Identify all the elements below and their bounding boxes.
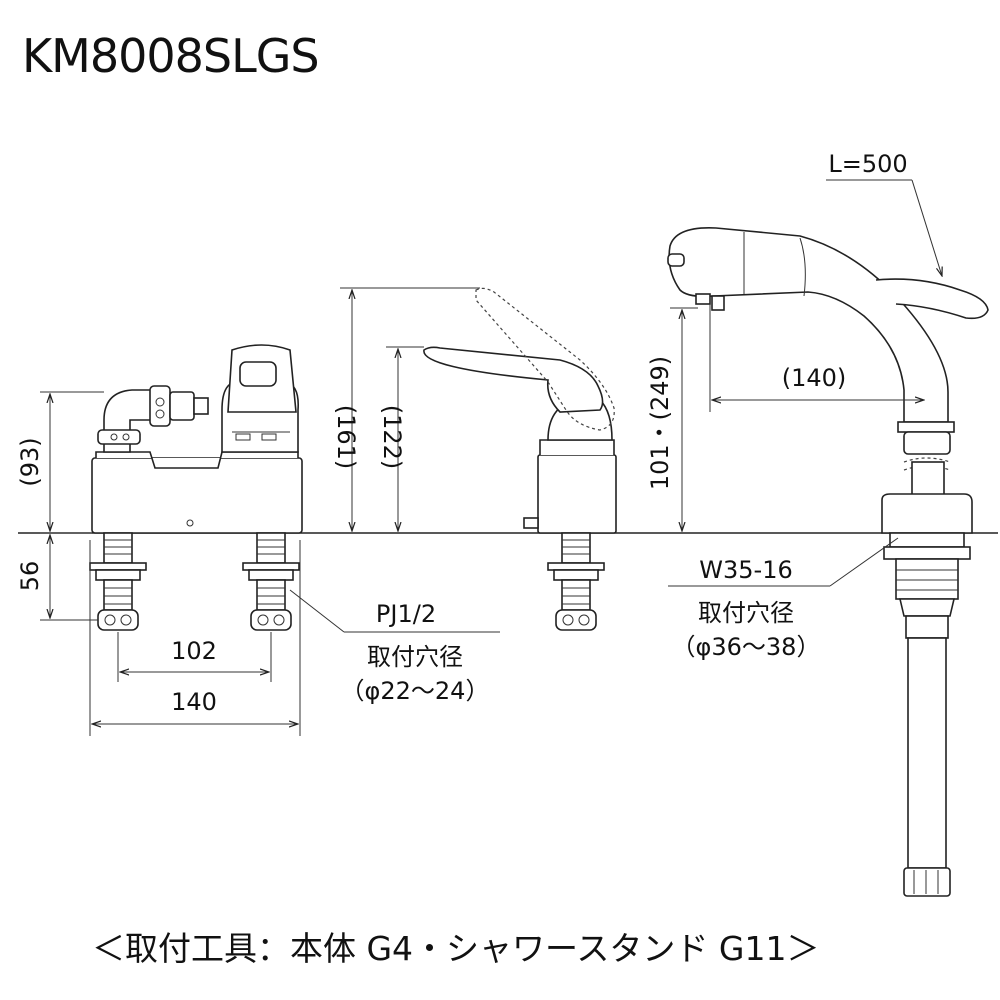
mounting-leg-middle	[547, 532, 605, 631]
dim-label-101-249: 101・(249)	[646, 356, 674, 490]
dim-span-140	[89, 540, 301, 736]
shower-head	[667, 227, 989, 455]
shower-stand	[881, 461, 973, 897]
dim-reach-140	[709, 304, 924, 412]
mixer-body-side	[423, 346, 617, 534]
dim-label-56: 56	[16, 561, 44, 592]
dim-label-102: 102	[171, 637, 217, 665]
lever-raised-outline	[475, 287, 615, 431]
mounting-leg-right	[242, 532, 300, 631]
dim-height-161	[340, 287, 480, 531]
dim-label-140: 140	[171, 688, 217, 716]
head-separation-gap	[903, 457, 951, 471]
dim-depth-56	[40, 535, 98, 621]
mounting-leg-left	[89, 532, 147, 631]
dim-label-122: (122)	[378, 405, 406, 470]
dim-span-102	[117, 632, 272, 682]
dim-label-93: (93)	[16, 437, 44, 486]
footer-close-bracket: ＞	[786, 929, 820, 968]
mixer-body-front	[91, 344, 303, 534]
hole-label-right: 取付穴径	[698, 599, 794, 627]
hose-length: L=500	[828, 150, 907, 178]
leader-stand-thread	[668, 537, 899, 587]
leader-hose	[826, 179, 942, 276]
dim-label-161: (161)	[332, 405, 360, 470]
hole-diameter-left: （φ22〜24）	[341, 677, 490, 705]
model-title: KM8008SLGS	[22, 29, 320, 83]
thread-spec-left: PJ1/2	[376, 600, 436, 628]
dim-height-93	[40, 391, 104, 534]
footer-open-bracket: ＜	[92, 929, 125, 968]
dim-label-reach: (140)	[782, 364, 847, 392]
footer-tools-text: 取付工具：本体 G4・シャワースタンド G11	[125, 929, 787, 968]
dim-height-122	[386, 346, 424, 531]
tools-footer: ＜取付工具：本体 G4・シャワースタンド G11＞	[92, 924, 819, 974]
hole-label-left: 取付穴径	[367, 643, 463, 671]
thread-spec-right: W35-16	[699, 556, 792, 584]
hole-diameter-right: （φ36〜38）	[672, 633, 821, 661]
leader-pj	[289, 589, 500, 633]
dim-height-101-249	[670, 307, 698, 531]
